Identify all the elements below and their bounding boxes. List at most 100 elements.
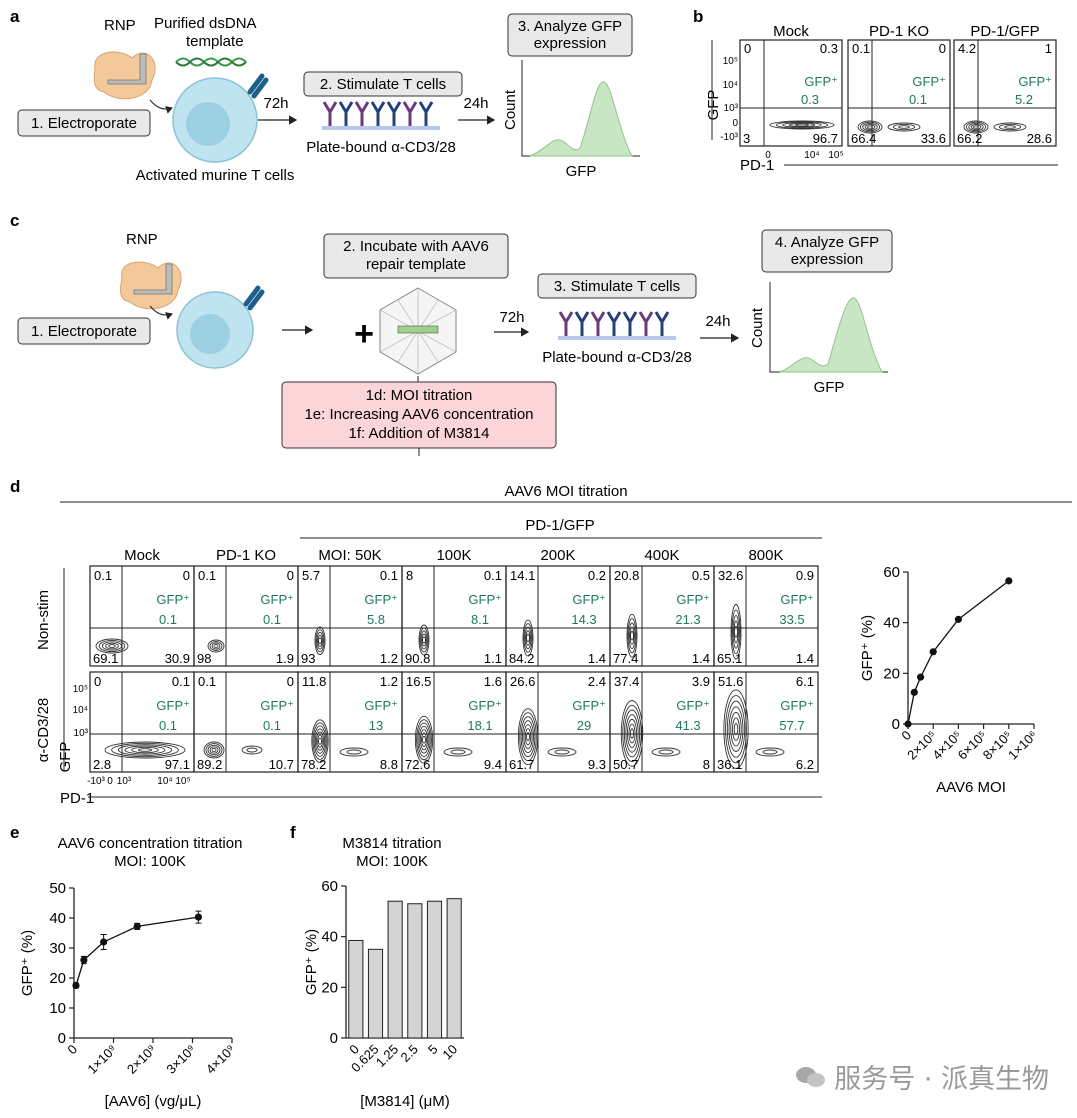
y-tick-label: 30 xyxy=(49,940,66,957)
y-axis-label: GFP⁺ (%) xyxy=(19,930,36,996)
d-gfp-value: 0.1 xyxy=(263,718,281,733)
d-gfp-label: GFP⁺ xyxy=(572,698,606,713)
gfp-label-a: GFP xyxy=(566,163,597,180)
d-quadrant-lr: 1.4 xyxy=(588,651,606,666)
d-column-title: Mock xyxy=(124,547,160,564)
x-tick-label: 3×10⁹ xyxy=(163,1042,198,1077)
bar xyxy=(367,948,384,1039)
data-point xyxy=(917,673,925,681)
electroporate-box-c xyxy=(17,317,151,345)
b-quadrant-ul: 0.1 xyxy=(852,41,870,56)
d-gfp-value: 29 xyxy=(577,718,591,733)
t72-c: 72h xyxy=(499,309,524,326)
incubate-box xyxy=(323,233,509,279)
b-plot-title: PD-1 KO xyxy=(869,23,929,40)
d-y-ticks: 10⁵ 10⁴ 10³ xyxy=(73,684,89,739)
x-tick-label: 1×10⁶ xyxy=(1005,728,1040,763)
d-contour-population xyxy=(203,741,263,759)
d-gfp-label: GFP⁺ xyxy=(780,592,814,607)
d-quadrant-ul: 5.7 xyxy=(302,568,320,583)
d-quadrant-ul: 37.4 xyxy=(614,674,639,689)
d-column-title: 800K xyxy=(748,547,783,564)
d-contour-population xyxy=(314,626,326,656)
rnp-label: RNP xyxy=(104,17,136,34)
watermark: 服务号 · 派真生物 xyxy=(796,1057,1049,1096)
antibody-icon xyxy=(574,311,590,336)
svg-text:-10³: -10³ xyxy=(720,132,738,143)
d-quadrant-ll: 65.1 xyxy=(717,651,742,666)
antibody-icon xyxy=(370,101,386,126)
y-tick-label: 20 xyxy=(49,970,66,987)
b-y-label: GFP xyxy=(705,90,722,121)
d-contour-population xyxy=(620,700,681,767)
svg-text:-10³: -10³ xyxy=(87,776,105,787)
wechat-icon xyxy=(796,1065,826,1089)
d-gfp-label: GFP⁺ xyxy=(676,592,710,607)
bar xyxy=(446,898,462,1039)
svg-text:10⁵: 10⁵ xyxy=(723,56,738,67)
d-quadrant-lr: 1.2 xyxy=(380,651,398,666)
d-quadrant-ll: 98 xyxy=(197,651,211,666)
d-quadrant-ur: 2.4 xyxy=(588,674,606,689)
b-contour-population xyxy=(769,120,835,130)
d-gfp-label: GFP⁺ xyxy=(260,592,294,607)
d-title: AAV6 MOI titration xyxy=(504,483,627,500)
histogram-c: Count GFP xyxy=(749,282,888,396)
d-quadrant-lr: 97.1 xyxy=(165,757,190,772)
b-plot-title: Mock xyxy=(773,23,809,40)
x-axis-label: AAV6 MOI xyxy=(936,779,1006,796)
d-gfp-label: GFP⁺ xyxy=(156,592,190,607)
arrow-to-cell-c xyxy=(149,305,173,320)
d-quadrant-ll: 72.6 xyxy=(405,757,430,772)
d-quadrant-lr: 8 xyxy=(703,757,710,772)
y-tick-label: 10 xyxy=(49,1000,66,1017)
analyze-box-a xyxy=(507,13,633,57)
data-point xyxy=(1005,577,1013,585)
panel-letter-d: d xyxy=(10,477,20,496)
d-column-title: 400K xyxy=(644,547,679,564)
d-quadrant-ur: 0.9 xyxy=(796,568,814,583)
d-quadrant-ul: 8 xyxy=(406,568,413,583)
d-gfp-value: 8.1 xyxy=(471,612,489,627)
d-contour-population xyxy=(95,638,129,654)
y-tick-label: 40 xyxy=(883,615,900,632)
y-tick-label: 50 xyxy=(49,880,66,897)
x-tick-label: 4×10⁹ xyxy=(203,1042,238,1077)
d-quadrant-ll: 50.7 xyxy=(613,757,638,772)
stimulate-box-a xyxy=(303,71,463,97)
b-x-ticks: 0 10⁴ 10⁵ xyxy=(765,150,843,161)
d-quadrant-ll: 61.7 xyxy=(509,757,534,772)
b-quadrant-lr: 33.6 xyxy=(921,131,946,146)
watermark-text: 服务号 · 派真生物 xyxy=(834,1064,1049,1095)
b-gfp-value: 0.3 xyxy=(801,92,819,107)
bar xyxy=(348,939,364,1039)
y-tick-label: 0 xyxy=(892,716,900,733)
b-gfp-value: 5.2 xyxy=(1015,92,1033,107)
plus-sign: + xyxy=(354,315,374,353)
antibody-icon xyxy=(654,311,670,336)
data-point xyxy=(100,938,108,946)
d-gfp-label: GFP⁺ xyxy=(468,592,502,607)
d-gfp-value: 41.3 xyxy=(675,718,700,733)
count-label-c: Count xyxy=(749,307,766,348)
plate-label-c: Plate-bound α-CD3/28 xyxy=(542,349,692,366)
data-point xyxy=(904,720,912,728)
d-gfp-label: GFP⁺ xyxy=(364,592,398,607)
b-plot-title: PD-1/GFP xyxy=(970,23,1039,40)
data-point xyxy=(910,688,918,696)
analyze-box-c xyxy=(761,229,893,273)
d-quadrant-ur: 0.2 xyxy=(588,568,606,583)
b-y-ticks: 10⁵ 10⁴ 10³ 0 -10³ xyxy=(720,56,738,143)
y-tick-label: 0 xyxy=(330,1030,338,1047)
d-contour-population xyxy=(207,639,225,653)
